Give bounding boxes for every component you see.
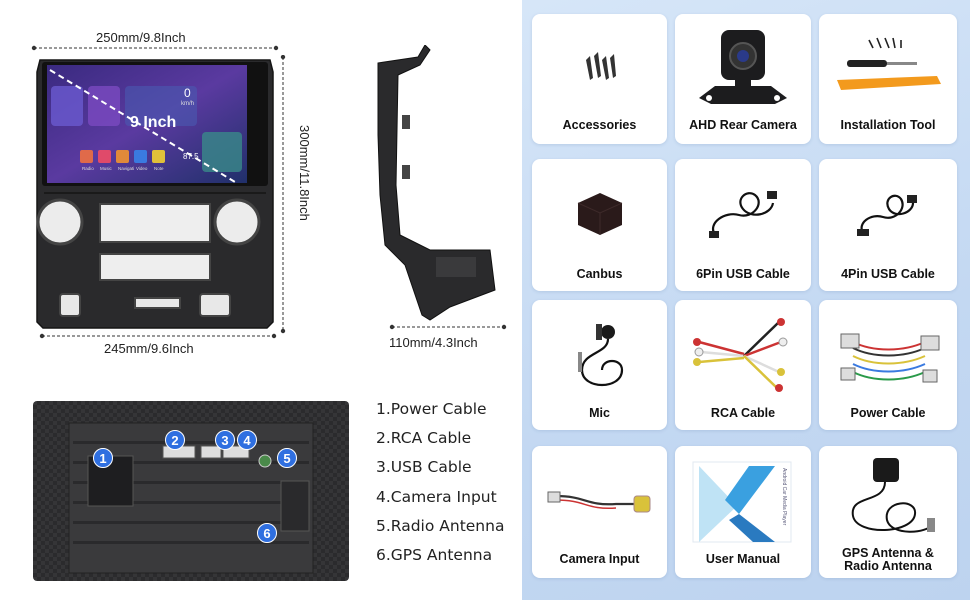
screen-radio-freq: 87.5 — [183, 152, 199, 161]
pry-tool-icon — [837, 37, 941, 90]
connector-badge: 5 — [277, 448, 297, 468]
connector-list: 1.Power Cable 2.RCA Cable 3.USB Cable 4.… — [376, 396, 526, 571]
app-label: Video — [136, 166, 148, 171]
accessory-label: AHD Rear Camera — [689, 118, 797, 132]
head-unit-front-view — [36, 59, 274, 329]
accessory-card-power-cable: Power Cable — [819, 300, 957, 430]
canbus-box-icon — [577, 193, 623, 235]
connector-item: 5.Radio Antenna — [376, 516, 505, 535]
app-label: Navigati — [118, 166, 135, 171]
depth-dimension-line — [389, 324, 507, 330]
connector-badge: 2 — [165, 430, 185, 450]
microphone-icon — [578, 324, 624, 386]
accessory-card-installation-tool: Installation Tool — [819, 14, 957, 144]
accessory-label: Installation Tool — [840, 118, 936, 132]
connector-item: 3.USB Cable — [376, 458, 472, 477]
power-harness-icon — [840, 333, 940, 383]
bottom-width-dimension-label: 245mm/9.6Inch — [104, 341, 194, 356]
width-dimension-line — [31, 45, 279, 51]
head-unit-back-view — [33, 401, 349, 581]
accessory-label: 4Pin USB Cable — [841, 267, 935, 281]
accessory-card-4pin-usb: 4Pin USB Cable — [819, 159, 957, 291]
manual-cover-text: Android Car Media Player — [781, 468, 787, 526]
accessory-card-accessories: Accessories — [532, 14, 667, 144]
accessory-card-rca: RCA Cable — [675, 300, 811, 430]
accessory-card-mic: Mic — [532, 300, 667, 430]
manual-icon — [692, 461, 792, 543]
accessory-card-6pin-usb: 6Pin USB Cable — [675, 159, 811, 291]
screen-speed-readout: 0 — [184, 86, 191, 100]
depth-dimension-label: 110mm/4.3Inch — [389, 335, 478, 350]
accessory-card-rear-camera: AHD Rear Camera — [675, 14, 811, 144]
accessory-label: Canbus — [576, 267, 623, 281]
accessories-panel: Accessories AHD Rear Camera Installation… — [522, 0, 970, 600]
connector-item: 6.GPS Antenna — [376, 545, 493, 564]
app-label: Radio — [82, 166, 94, 171]
usb-cable-icon — [709, 191, 777, 238]
screen-speed-unit: km/h — [181, 101, 195, 107]
width-dimension-label: 250mm/9.8Inch — [96, 30, 186, 45]
accessory-label: Camera Input — [559, 552, 640, 566]
usb-cable-icon — [857, 194, 917, 236]
accessory-label: User Manual — [705, 552, 781, 566]
connector-badge: 4 — [237, 430, 257, 450]
gps-antenna-icon — [851, 458, 935, 533]
height-dimension-label: 300mm/11.8Inch — [297, 125, 312, 221]
bottom-width-dimension-line — [39, 333, 277, 339]
accessory-label: 6Pin USB Cable — [696, 267, 790, 281]
rca-cable-icon — [693, 318, 788, 392]
accessory-label: Power Cable — [850, 406, 926, 420]
screws-icon — [586, 52, 616, 80]
connector-badge: 6 — [257, 523, 277, 543]
screen-app-labels: Radio Music Navigati Video Note — [82, 166, 182, 171]
screen-size-label: 9 Inch — [130, 114, 177, 131]
app-label: Music — [100, 166, 112, 171]
height-dimension-line — [280, 55, 286, 334]
accessory-card-canbus: Canbus — [532, 159, 667, 291]
connector-badge: 1 — [93, 448, 113, 468]
accessory-label: Mic — [589, 406, 610, 420]
accessory-label: GPS Antenna & — [842, 546, 934, 560]
camera-input-cable-icon — [547, 491, 651, 513]
head-unit-side-view — [377, 45, 496, 321]
connector-item: 1.Power Cable — [376, 400, 487, 418]
connector-badge: 3 — [215, 430, 235, 450]
connector-item: 4.Camera Input — [376, 487, 497, 506]
rear-camera-icon — [699, 30, 787, 104]
accessory-card-user-manual: Android Car Media Player User Manual — [675, 446, 811, 578]
accessory-label: Accessories — [562, 118, 637, 132]
connector-item: 2.RCA Cable — [376, 429, 472, 448]
accessory-label-line2: Radio Antenna — [844, 559, 932, 573]
app-label: Note — [154, 166, 164, 171]
accessory-card-camera-input: Camera Input — [532, 446, 667, 578]
accessory-card-gps-antenna: GPS Antenna & Radio Antenna — [819, 446, 957, 578]
product-diagram-panel: 250mm/9.8Inch 300mm/11.8Inch 245mm/9.6In… — [31, 30, 526, 581]
accessory-label: RCA Cable — [710, 406, 776, 420]
